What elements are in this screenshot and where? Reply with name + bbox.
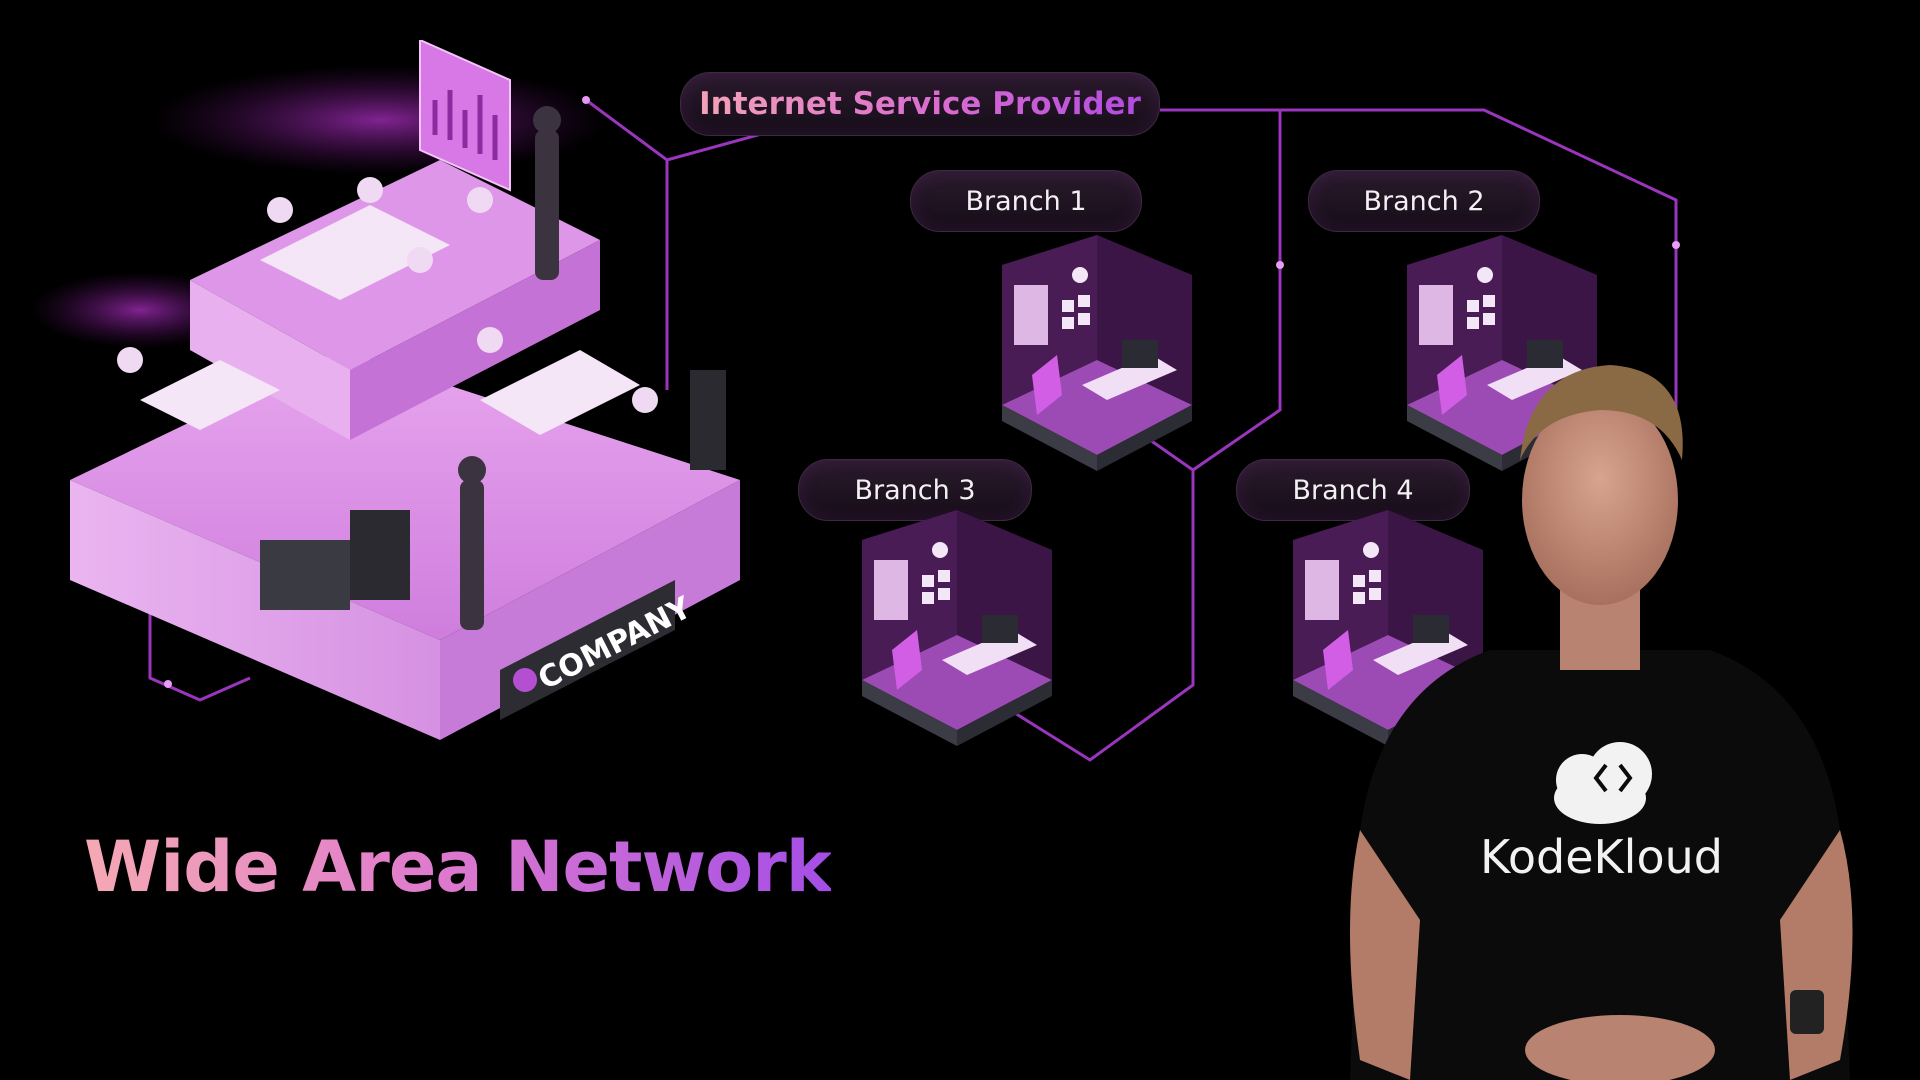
presenter-video xyxy=(1320,360,1880,1080)
slide-title: Wide Area Network xyxy=(84,826,831,908)
shirt-brand: KodeKloud xyxy=(1480,830,1710,884)
